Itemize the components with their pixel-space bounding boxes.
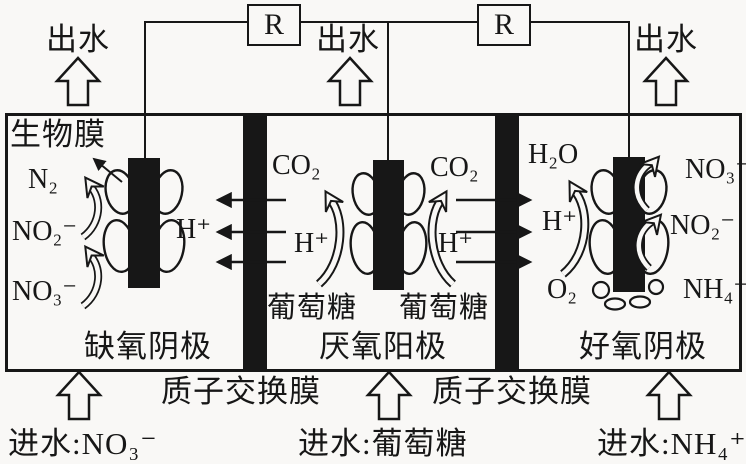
inlet-arrow-left (55, 370, 103, 421)
inlet-arrow-right (645, 370, 693, 421)
no2-label-right: NO₂⁻ (670, 210, 735, 241)
no3-label-right: NO₃⁻ (685, 154, 746, 185)
inlet-label-middle: 进水:葡萄糖 (298, 426, 468, 461)
n2-label: N₂ (28, 164, 58, 195)
electrode-anaerobic-anode (373, 160, 404, 290)
outlet-label-left: 出水 (46, 22, 110, 57)
circuit-wire-middle (387, 21, 389, 160)
inlet-label-right: 进水:NH₄⁺ (597, 426, 746, 461)
outlet-label-middle: 出水 (316, 22, 380, 57)
no3-label-left: NO₃⁻ (12, 276, 77, 307)
inlet-label-left: 进水:NO₃⁻ (8, 426, 158, 461)
proton-membrane-label-right: 质子交换膜 (432, 374, 592, 409)
circuit-wire-right (628, 21, 630, 157)
anoxic-cathode-label: 缺氧阴极 (84, 329, 212, 364)
no2-label-left: NO₂⁻ (12, 216, 77, 247)
electrode-aerobic-cathode (613, 157, 645, 292)
resistor-box-right: R (477, 4, 531, 46)
aerobic-cathode-label: 好氧阴极 (579, 329, 707, 364)
outlet-arrow-right (642, 56, 690, 107)
outlet-arrow-middle (326, 56, 374, 107)
proton-membrane-label-left: 质子交换膜 (161, 374, 321, 409)
resistor-right-label: R (493, 8, 514, 41)
proton-exchange-membrane-right (495, 113, 519, 369)
h-ion-label-right-chamber: H⁺ (542, 206, 577, 237)
circuit-wire-left (144, 21, 146, 158)
resistor-box-left: R (247, 4, 301, 46)
glucose-label-right: 葡萄糖 (399, 292, 490, 324)
co2-label-right: CO₂ (430, 152, 479, 183)
h-ion-label-left-chamber: H⁺ (176, 214, 211, 245)
h-ion-label-mid-left: H⁺ (294, 228, 329, 259)
outlet-label-right: 出水 (634, 22, 698, 57)
resistor-left-label: R (263, 8, 284, 41)
nh4-label: NH₄⁺ (683, 274, 746, 305)
glucose-label-left: 葡萄糖 (267, 292, 358, 324)
electrode-anoxic-cathode (128, 158, 160, 288)
anaerobic-anode-label: 厌氧阳极 (319, 329, 447, 364)
proton-exchange-membrane-left (243, 113, 267, 369)
inlet-arrow-middle (365, 370, 413, 421)
biofilm-label: 生物膜 (10, 117, 106, 152)
outlet-arrow-left (54, 56, 102, 107)
h-ion-label-mid-right: H⁺ (438, 228, 473, 259)
h2o-label: H₂O (528, 139, 579, 170)
co2-label-left: CO₂ (272, 150, 321, 181)
o2-label: O₂ (547, 274, 577, 305)
